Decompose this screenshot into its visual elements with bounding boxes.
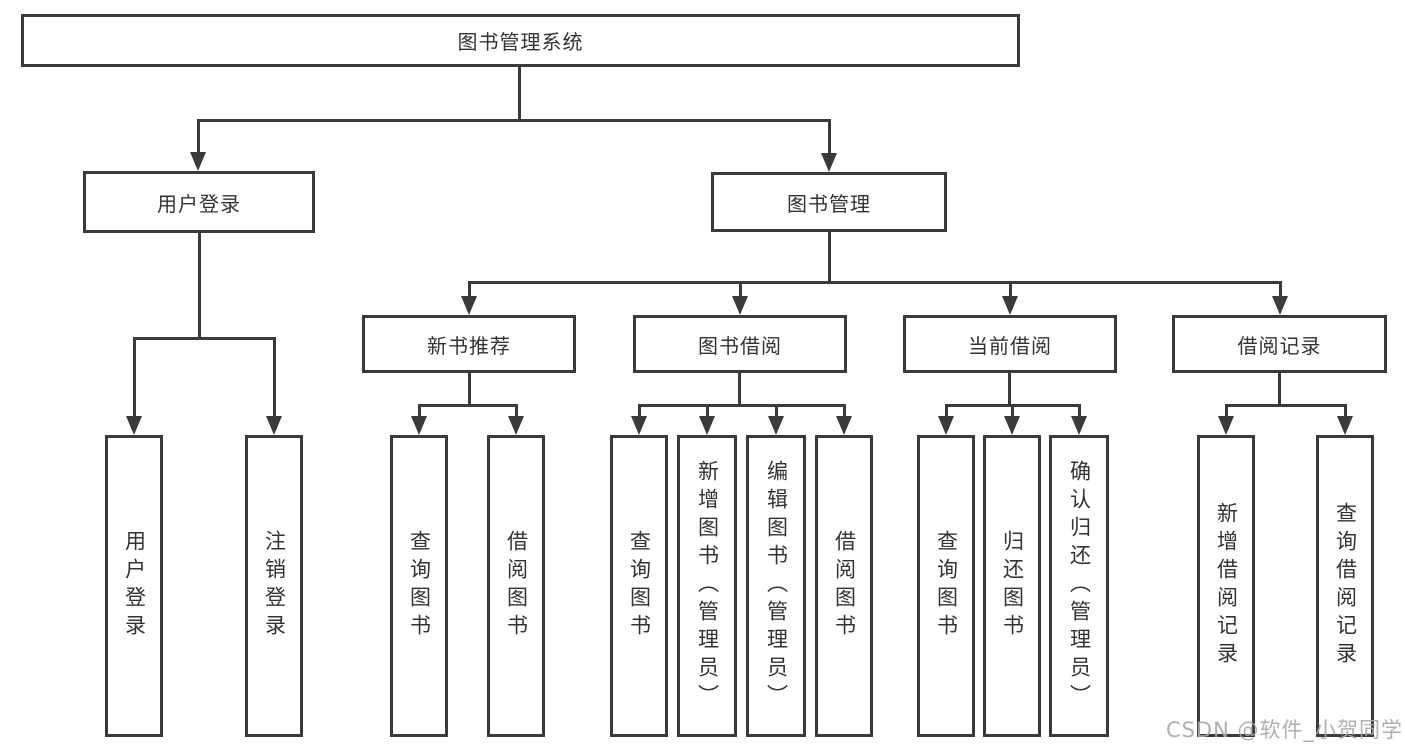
leaf-borrow-books-recommend-label: 借阅图书 — [504, 530, 529, 642]
connector-line — [638, 404, 846, 407]
leaf-return-books-label: 归还图书 — [1000, 530, 1025, 642]
csdn-watermark: CSDN @软件_小贺同学 — [1165, 718, 1403, 742]
arrow-down-icon — [411, 416, 427, 435]
arrow-down-icon — [768, 416, 784, 435]
connector-line — [1225, 404, 1228, 418]
connector-line — [775, 404, 778, 418]
node-book-borrowing: 图书借阅 — [633, 315, 847, 373]
arrow-down-icon — [1004, 416, 1020, 435]
node-new-book-recommend: 新书推荐 — [362, 315, 576, 373]
arrow-down-icon — [508, 416, 524, 435]
arrow-down-icon — [699, 416, 715, 435]
connector-line — [1009, 281, 1012, 297]
connector-line — [1078, 404, 1081, 418]
connector-line — [706, 404, 709, 418]
leaf-query-books-current: 查询图书 — [917, 435, 975, 737]
arrow-down-icon — [190, 152, 206, 171]
leaf-add-book-admin-label: 新增图书（管理员） — [695, 460, 720, 712]
leaf-add-borrow-record: 新增借阅记录 — [1197, 435, 1255, 737]
leaf-edit-book-admin: 编辑图书（管理员） — [746, 435, 806, 737]
arrow-down-icon — [836, 416, 852, 435]
connector-line — [738, 373, 741, 404]
connector-line — [638, 404, 641, 418]
node-root-system: 图书管理系统 — [21, 14, 1020, 67]
leaf-query-books-current-label: 查询图书 — [934, 530, 959, 642]
connector-line — [197, 119, 200, 153]
connector-line — [273, 337, 276, 417]
node-user-login: 用户登录 — [83, 171, 315, 233]
connector-line — [1279, 281, 1282, 297]
leaf-add-book-admin: 新增图书（管理员） — [677, 435, 737, 737]
arrow-down-icon — [1002, 296, 1018, 315]
leaf-edit-book-admin-label: 编辑图书（管理员） — [764, 460, 789, 712]
leaf-logout: 注销登录 — [245, 435, 303, 737]
connector-line — [828, 232, 831, 281]
arrow-down-icon — [1272, 296, 1288, 315]
leaf-confirm-return-admin-label: 确认归还（管理员） — [1067, 460, 1092, 712]
leaf-query-books-recommend: 查询图书 — [390, 435, 448, 737]
connector-line — [198, 233, 201, 337]
connector-line — [1278, 373, 1281, 404]
connector-line — [1008, 373, 1011, 404]
connector-line — [133, 337, 276, 340]
leaf-add-borrow-record-label: 新增借阅记录 — [1214, 502, 1239, 670]
leaf-confirm-return-admin: 确认归还（管理员） — [1049, 435, 1109, 737]
connector-line — [197, 119, 831, 122]
node-borrowing-records: 借阅记录 — [1172, 315, 1387, 373]
connector-line — [843, 404, 846, 418]
connector-line — [1225, 404, 1347, 407]
leaf-query-borrow-record-label: 查询借阅记录 — [1333, 502, 1358, 670]
node-book-management: 图书管理 — [711, 172, 947, 232]
leaf-user-login-label: 用户登录 — [122, 530, 147, 642]
connector-line — [1344, 404, 1347, 418]
arrow-down-icon — [266, 416, 282, 435]
arrow-down-icon — [821, 153, 837, 172]
arrow-down-icon — [732, 296, 748, 315]
arrow-down-icon — [126, 416, 142, 435]
leaf-query-books-borrowing-label: 查询图书 — [627, 530, 652, 642]
arrow-down-icon — [631, 416, 647, 435]
leaf-return-books: 归还图书 — [983, 435, 1041, 737]
leaf-query-books-recommend-label: 查询图书 — [407, 530, 432, 642]
leaf-borrow-books-recommend: 借阅图书 — [487, 435, 545, 737]
connector-line — [515, 404, 518, 418]
leaf-logout-label: 注销登录 — [262, 530, 287, 642]
leaf-query-borrow-record: 查询借阅记录 — [1316, 435, 1374, 737]
connector-line — [828, 119, 831, 154]
connector-line — [418, 404, 421, 418]
connector-line — [739, 281, 742, 297]
connector-line — [418, 404, 518, 407]
arrow-down-icon — [1218, 416, 1234, 435]
arrow-down-icon — [1337, 416, 1353, 435]
connector-line — [468, 281, 1282, 284]
connector-line — [1011, 404, 1014, 418]
connector-line — [133, 337, 136, 417]
arrow-down-icon — [938, 416, 954, 435]
arrow-down-icon — [1071, 416, 1087, 435]
node-current-borrowing: 当前借阅 — [903, 315, 1117, 373]
connector-line — [945, 404, 948, 418]
leaf-borrow-books-borrowing: 借阅图书 — [815, 435, 873, 737]
leaf-query-books-borrowing: 查询图书 — [610, 435, 668, 737]
connector-line — [468, 281, 471, 297]
leaf-borrow-books-borrowing-label: 借阅图书 — [832, 530, 857, 642]
connector-line — [468, 373, 471, 404]
leaf-user-login: 用户登录 — [105, 435, 163, 737]
arrow-down-icon — [461, 296, 477, 315]
connector-line — [518, 67, 521, 119]
